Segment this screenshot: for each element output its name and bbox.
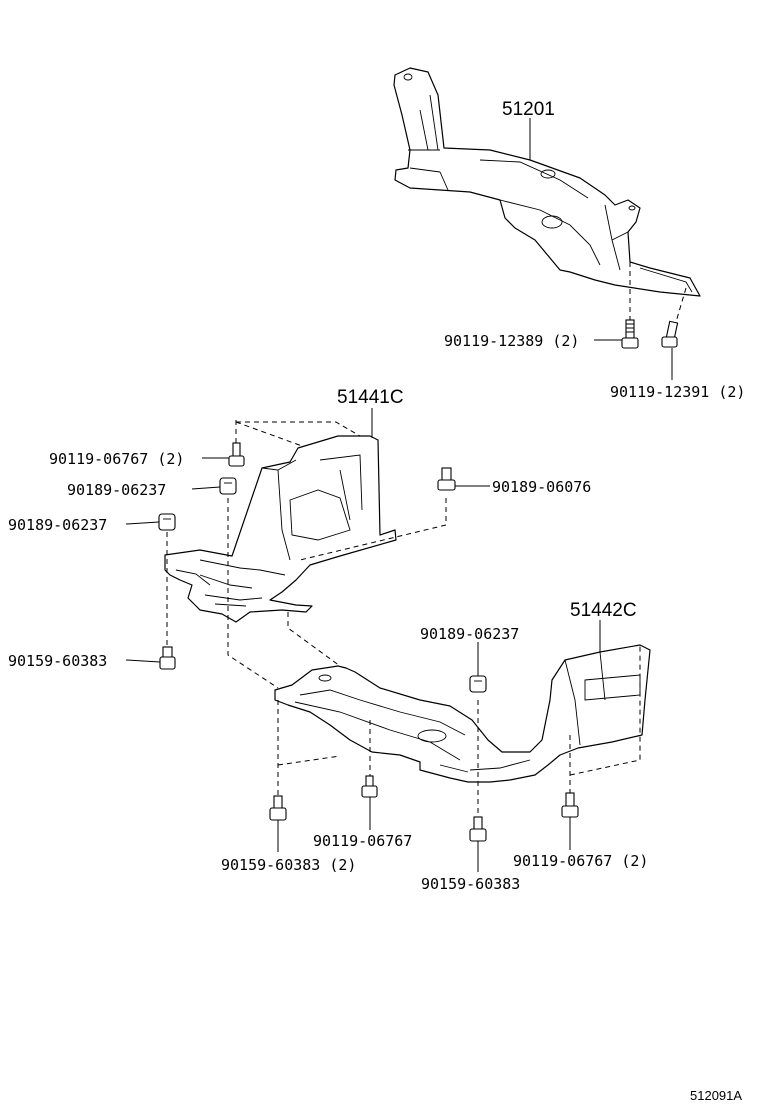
label-bolt-06767-c: 90119-06767 (2) xyxy=(513,852,648,870)
screw-60383-b-icon xyxy=(269,795,287,821)
label-screw-60383-b: 90159-60383 (2) xyxy=(221,856,356,874)
clip-06237-b-icon xyxy=(158,513,176,531)
clip-06076-icon xyxy=(437,467,456,491)
clip-06237-c-icon xyxy=(469,675,487,693)
label-clip-06237-b: 90189-06237 xyxy=(8,516,107,534)
label-clip-06237-a: 90189-06237 xyxy=(67,481,166,499)
label-bolt-06767-b: 90119-06767 xyxy=(313,832,412,850)
label-bolt-06767-a: 90119-06767 (2) xyxy=(49,450,184,468)
bolt-06767-a-icon xyxy=(228,442,245,467)
label-bolt-12389: 90119-12389 (2) xyxy=(444,332,579,350)
label-screw-60383-a: 90159-60383 xyxy=(8,652,107,670)
label-screw-60383-c: 90159-60383 xyxy=(421,875,520,893)
bolt-12389-icon xyxy=(621,319,639,349)
label-frame: 51201 xyxy=(502,99,555,120)
bolt-06767-c-icon xyxy=(561,792,579,818)
cover-front-panel xyxy=(164,435,397,623)
bolt-06767-b-icon xyxy=(361,775,378,798)
screw-60383-a-icon xyxy=(159,646,176,670)
clip-06237-a-icon xyxy=(219,477,237,495)
label-cover-rear: 51442C xyxy=(570,600,637,621)
figure-code: 512091A xyxy=(690,1088,742,1103)
cover-rear-panel xyxy=(274,644,651,783)
label-bolt-12391: 90119-12391 (2) xyxy=(610,383,745,401)
frame-assembly xyxy=(393,67,701,297)
label-clip-06076: 90189-06076 xyxy=(492,478,591,496)
label-clip-06237-c: 90189-06237 xyxy=(420,625,519,643)
screw-60383-c-icon xyxy=(469,816,487,842)
bolt-12391-icon xyxy=(661,320,679,348)
label-cover-front: 51441C xyxy=(337,387,404,408)
